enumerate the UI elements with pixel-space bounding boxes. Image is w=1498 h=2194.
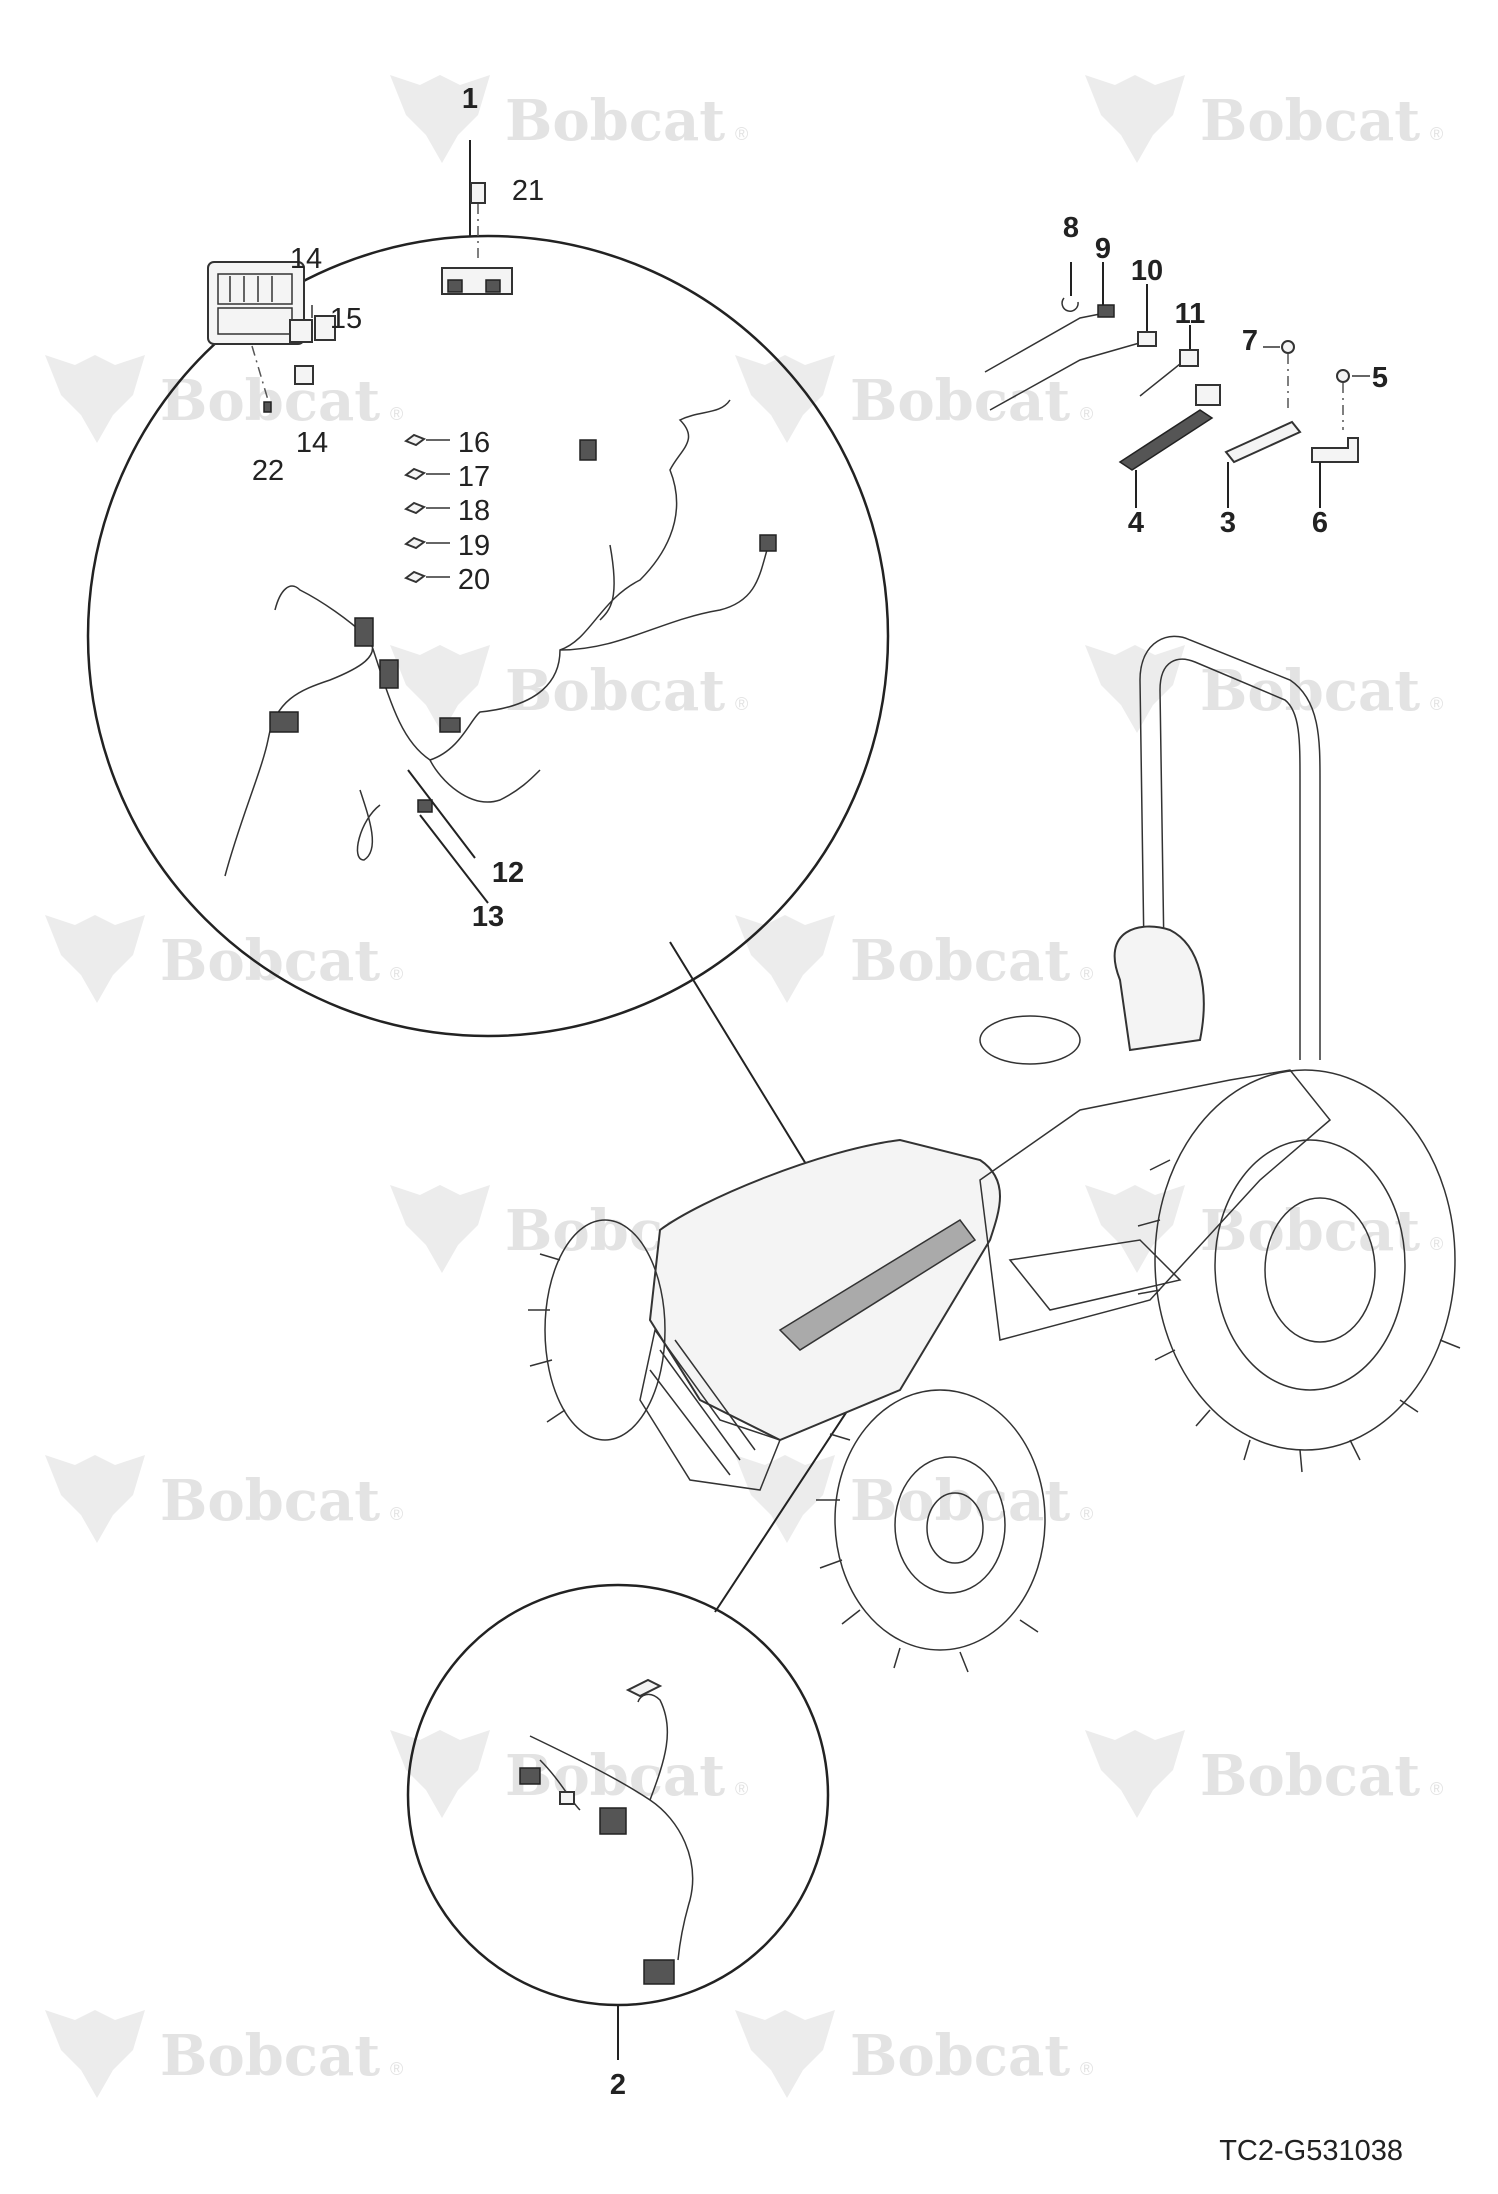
watermark-logo: Bobcat ® [735, 1455, 1093, 1543]
callout-14a: 14 [290, 243, 322, 275]
callout-2: 2 [610, 2069, 626, 2101]
callout-4: 4 [1128, 507, 1144, 539]
watermark-logo: Bobcat ® [45, 355, 403, 443]
reference-code: TC2-G531038 [1219, 2135, 1403, 2167]
watermark-text: Bobcat [1200, 1743, 1420, 1809]
callout-13: 13 [472, 901, 504, 933]
callout-17: 17 [458, 461, 490, 493]
watermark-mark: ® [735, 124, 748, 144]
callout-14b: 14 [296, 427, 328, 459]
callout-1: 1 [462, 83, 478, 115]
watermark-mark: ® [735, 694, 748, 714]
harness-2 [519, 1678, 694, 1985]
watermark-logo: Bobcat ® [735, 915, 1093, 1003]
watermark-logo: Bobcat ® [1085, 75, 1443, 163]
callout-10: 10 [1131, 255, 1163, 287]
callout-11: 11 [1175, 298, 1206, 330]
watermark-mark: ® [1430, 1779, 1443, 1799]
watermark-mark: ® [390, 964, 403, 984]
watermark-mark: ® [1430, 124, 1443, 144]
callout-7: 7 [1242, 325, 1258, 357]
watermark-text: Bobcat [160, 368, 380, 434]
relay-21 [441, 182, 513, 295]
watermark-text: Bobcat [160, 928, 380, 994]
watermark-text: Bobcat [850, 368, 1070, 434]
watermark-logo: Bobcat ® [45, 1455, 403, 1543]
watermark-mark: ® [1080, 2059, 1093, 2079]
watermark-mark: ® [390, 1504, 403, 1524]
watermark-text: Bobcat [505, 88, 725, 154]
callout-9: 9 [1095, 233, 1111, 265]
watermark-logo: Bobcat ® [45, 915, 403, 1003]
watermark-logo: Bobcat ® [1085, 645, 1443, 733]
fuse-icons [403, 433, 450, 584]
watermark-logo: Bobcat ® [390, 75, 748, 163]
watermark-text: Bobcat [160, 2023, 380, 2089]
bobcat-watermarks: Bobcat®Bobcat®Bobcat®Bobcat®Bobcat®Bobca… [45, 75, 1443, 2098]
watermark-logo: Bobcat ® [735, 2010, 1093, 2098]
callout-19: 19 [458, 530, 490, 562]
callout-20: 20 [458, 564, 490, 596]
callout-5: 5 [1372, 362, 1388, 394]
watermark-text: Bobcat [850, 2023, 1070, 2089]
watermark-logo: Bobcat ® [735, 355, 1093, 443]
watermark-logo: Bobcat ® [1085, 1730, 1443, 1818]
watermark-text: Bobcat [505, 658, 725, 724]
callout-16: 16 [458, 427, 490, 459]
watermark-text: Bobcat [1200, 658, 1420, 724]
watermark-mark: ® [1430, 1234, 1443, 1254]
watermark-mark: ® [735, 1779, 748, 1799]
watermark-text: Bobcat [850, 1468, 1070, 1534]
callout-6: 6 [1312, 507, 1328, 539]
watermark-logo: Bobcat ® [1085, 1185, 1443, 1273]
watermark-mark: ® [1080, 404, 1093, 424]
watermark-text: Bobcat [160, 1468, 380, 1534]
watermark-mark: ® [1080, 964, 1093, 984]
watermark-logo: Bobcat ® [390, 645, 748, 733]
callout-18: 18 [458, 495, 490, 527]
watermark-mark: ® [1080, 1504, 1093, 1524]
watermark-logo: Bobcat ® [390, 1730, 748, 1818]
callout-15: 15 [330, 303, 362, 335]
callout-8: 8 [1063, 212, 1079, 244]
fastener-parts [984, 262, 1370, 508]
callout-21: 21 [512, 175, 544, 207]
main-wire-harness [224, 399, 777, 904]
tractor-outline [528, 635, 1461, 1673]
fuse-relay-box [207, 261, 336, 413]
watermark-mark: ® [390, 404, 403, 424]
callout-12: 12 [492, 857, 524, 889]
watermark-text: Bobcat [850, 928, 1070, 994]
watermark-mark: ® [1430, 694, 1443, 714]
callout-22: 22 [252, 455, 284, 487]
watermark-mark: ® [390, 2059, 403, 2079]
watermark-text: Bobcat [1200, 88, 1420, 154]
watermark-text: Bobcat [505, 1743, 725, 1809]
watermark-logo: Bobcat ® [45, 2010, 403, 2098]
callout-3: 3 [1220, 507, 1236, 539]
watermark-text: Bobcat [1200, 1198, 1420, 1264]
